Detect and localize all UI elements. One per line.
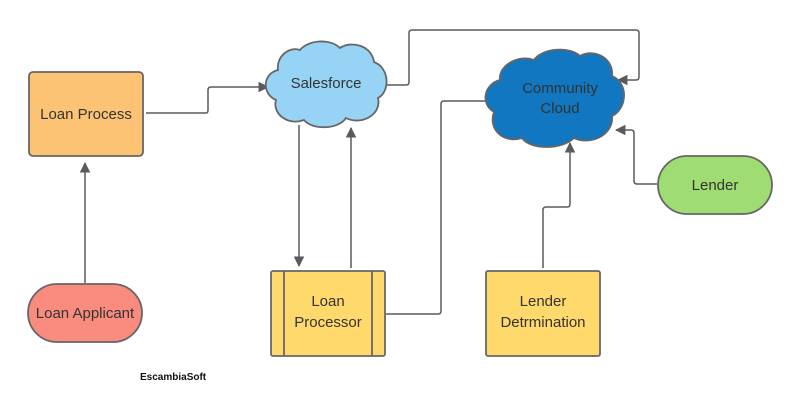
lender-label: Lender: [692, 177, 739, 194]
loan-applicant-label: Loan Applicant: [36, 305, 135, 322]
loan-process-label: Loan Process: [40, 106, 132, 123]
node-lender-determination: Lender Detrmination: [485, 270, 601, 357]
edge-salesforce-to-community: [386, 29, 640, 86]
lender-determination-label-line2: Detrmination: [500, 314, 585, 331]
edge-process-to-salesforce: [146, 81, 270, 114]
community-cloud-label-line2: Cloud: [540, 100, 579, 117]
community-cloud-icon: [484, 48, 625, 148]
loan-processor-label-line1: Loan: [311, 293, 344, 310]
node-loan-applicant: Loan Applicant: [27, 283, 143, 343]
node-loan-processor: Loan Processor: [270, 270, 386, 357]
edge-lender-to-community: [614, 124, 657, 185]
salesforce-label: Salesforce: [291, 75, 362, 92]
edge-processor-to-community: [386, 95, 500, 315]
salesforce-cloud-icon: [264, 40, 388, 129]
node-lender: Lender: [657, 155, 773, 215]
node-community-cloud: Community Cloud: [484, 48, 625, 148]
node-loan-process: Loan Process: [28, 71, 144, 157]
community-cloud-label-line1: Community: [522, 80, 598, 97]
edge-determination-to-community: [542, 141, 576, 268]
brand-footer: EscambiaSoft: [140, 372, 207, 383]
loan-processor-label-line2: Processor: [294, 314, 362, 331]
node-salesforce: Salesforce: [264, 40, 388, 129]
lender-determination-label-line1: Lender: [520, 293, 567, 310]
